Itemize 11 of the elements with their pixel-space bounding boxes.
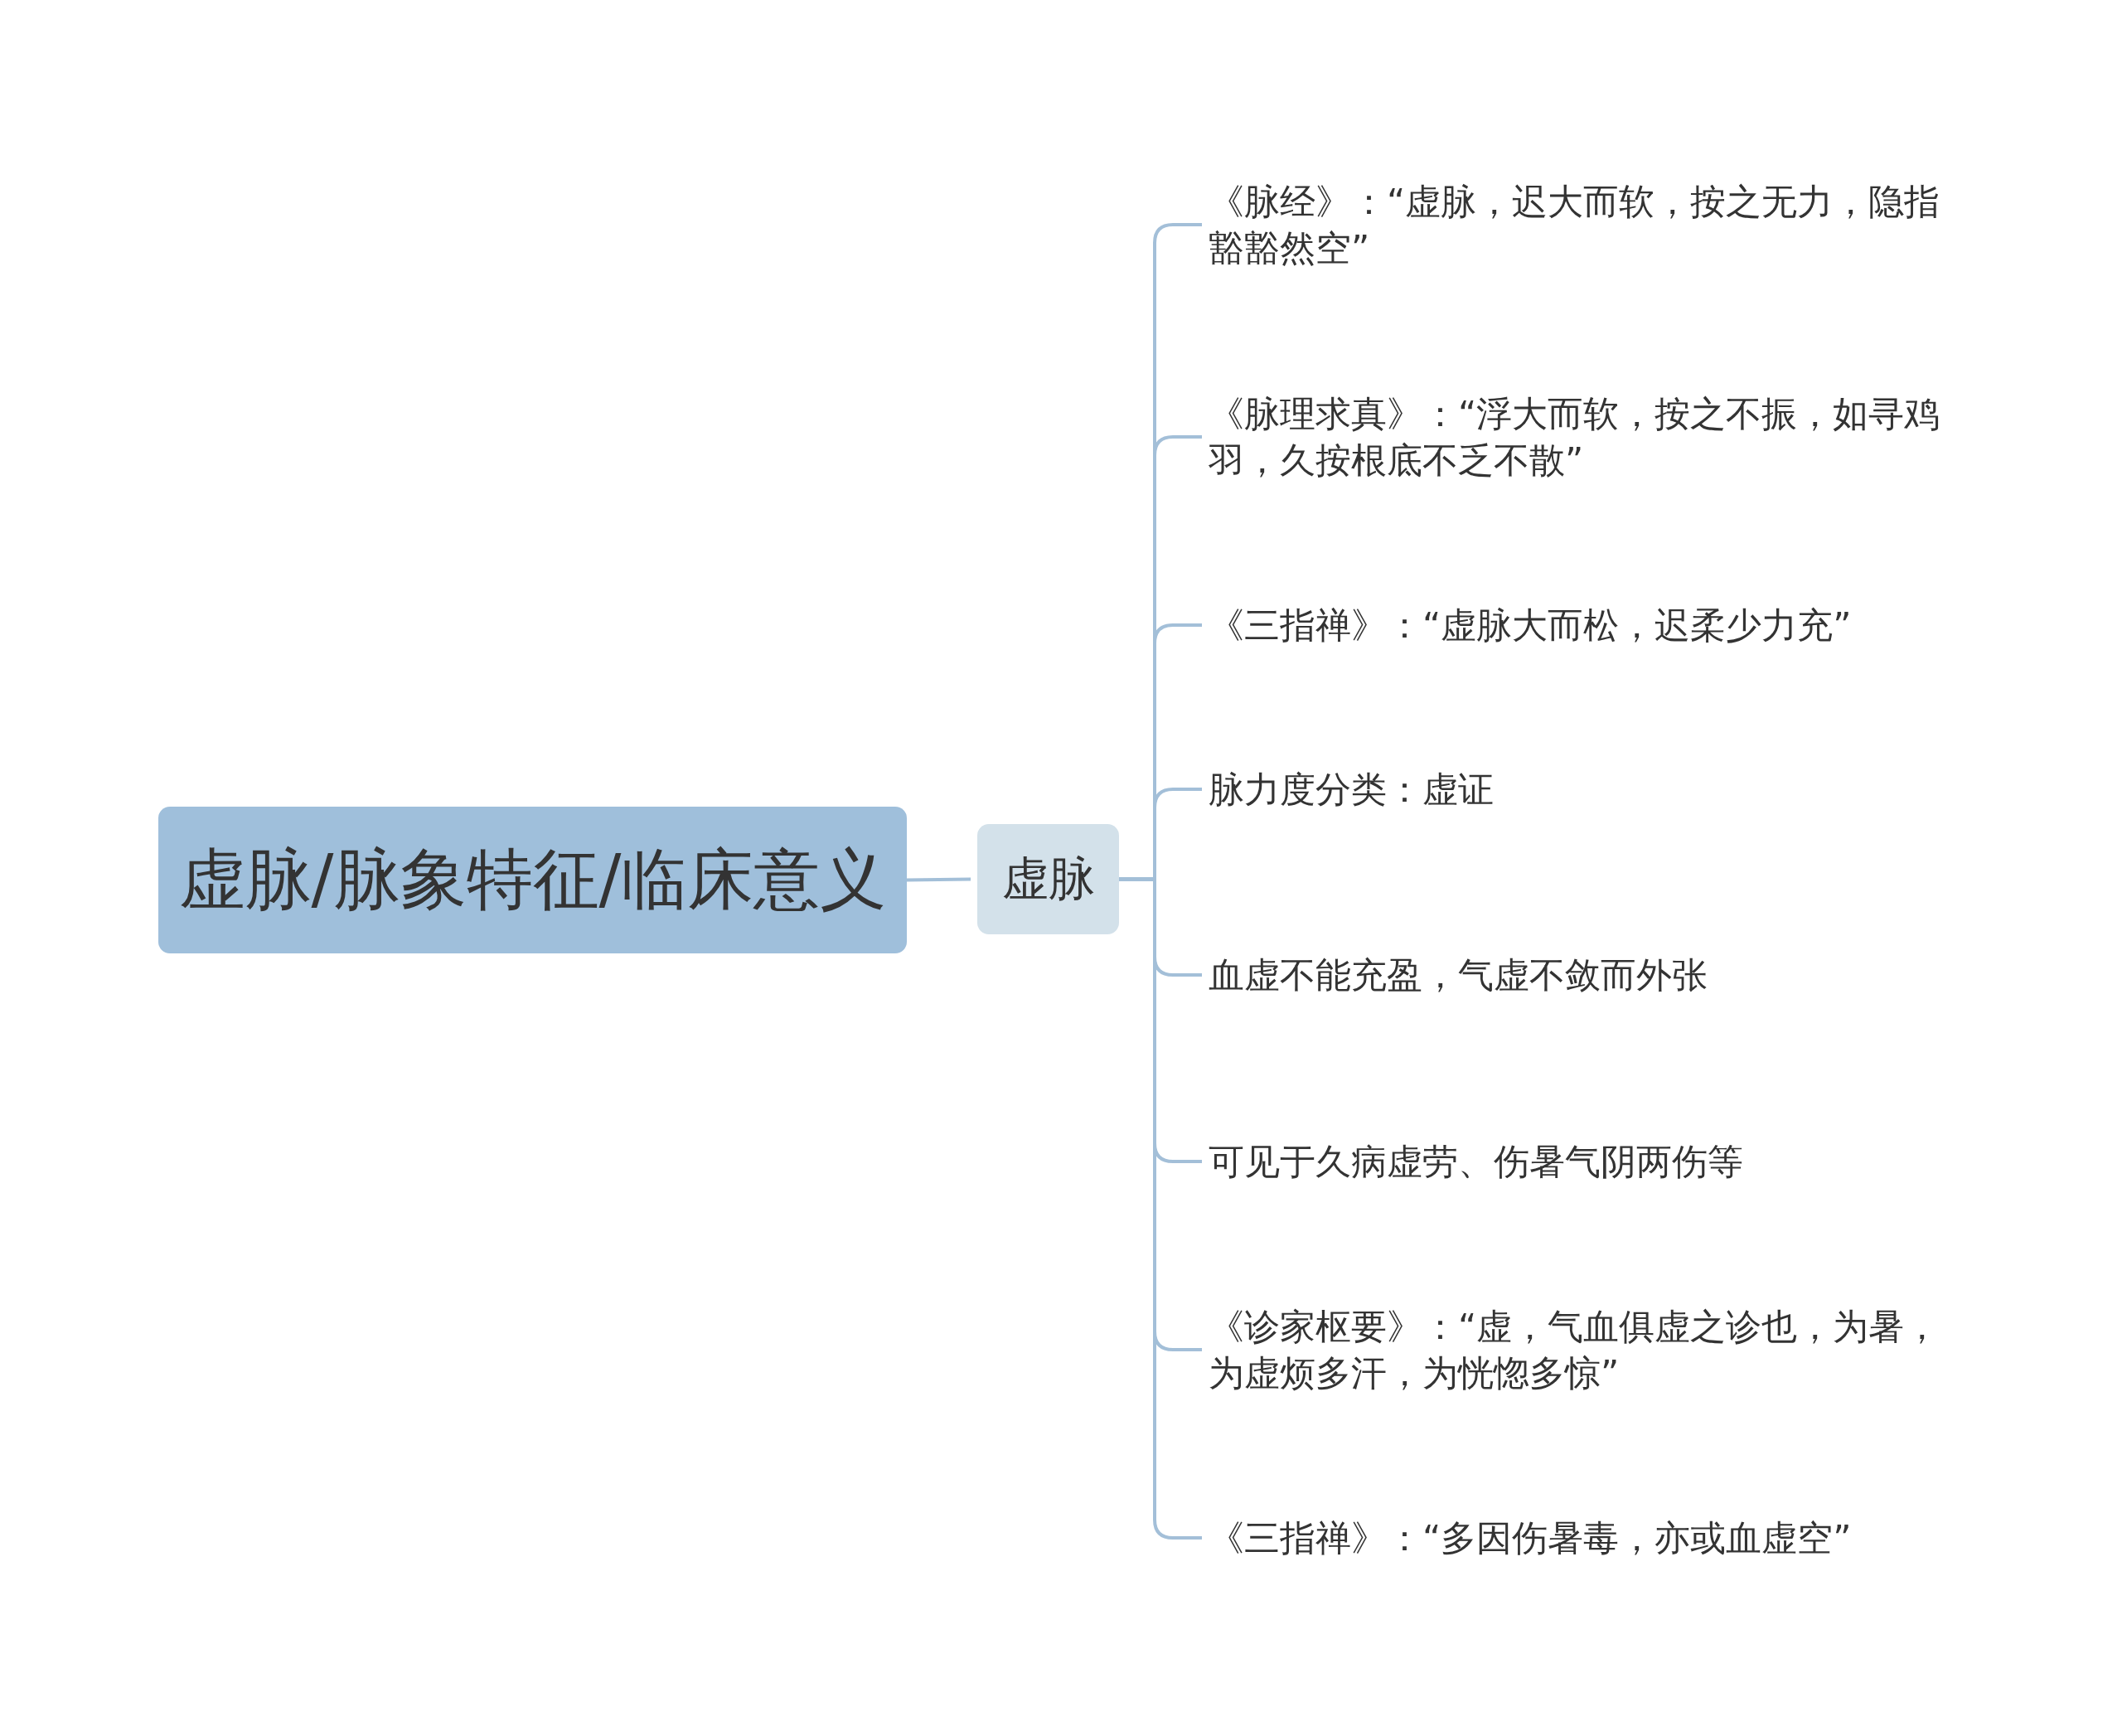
branch-text: 血虚不能充盈，气虚不敛而外张: [1209, 952, 1971, 998]
subtopic-box: 虚脉: [977, 824, 1119, 934]
connector-line: [906, 877, 971, 882]
branch-text: 《三指禅》：“虚脉大而松，迟柔少力充”: [1209, 602, 1971, 648]
branch-text: 《诊家枢要》：“虚，气血俱虚之诊也，为暑，为虚烦多汗，为恍惚多惊”: [1209, 1303, 1971, 1396]
branch-text: 脉力度分类：虚证: [1209, 766, 1971, 812]
branch-text: 《三指禅》：“多因伤暑毒，亦或血虚空”: [1209, 1515, 1971, 1561]
topic-box: 虚脉/脉象特征/临床意义: [158, 807, 907, 953]
branch-text: 《脉经》：“虚脉，迟大而软，按之无力，隐指豁豁然空”: [1209, 178, 1971, 271]
branch-text: 《脉理求真》：“浮大而软，按之不振，如寻鸡羽，久按根底不乏不散”: [1209, 390, 1971, 483]
branch-text: 可见于久病虚劳、伤暑气阴两伤等: [1209, 1138, 1971, 1185]
